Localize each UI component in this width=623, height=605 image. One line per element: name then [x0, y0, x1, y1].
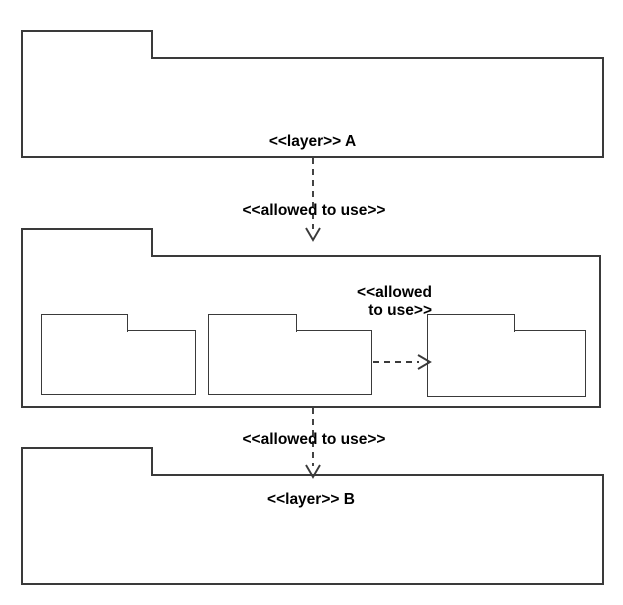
- segment-package-tab: [208, 314, 297, 332]
- layer-package-tab: [21, 447, 153, 476]
- layer-package-body: [21, 57, 604, 158]
- segment-package-body: [41, 330, 196, 395]
- dependency-stereotype-label: <<allowed to use>>: [242, 202, 386, 219]
- layer-package-tab: [21, 30, 153, 59]
- layer-package-body: [21, 474, 604, 585]
- segment-package-b2[interactable]: <<segment>> B2: [208, 314, 372, 395]
- layer-package-a[interactable]: <<layer>> A: [21, 447, 604, 585]
- segment-package-b1[interactable]: <<segment>> B1: [41, 314, 196, 395]
- layer-package-tab: [21, 228, 153, 257]
- segment-package-body: [208, 330, 372, 395]
- segment-package-body: [427, 330, 586, 397]
- layer-package-a[interactable]: <<layer>> A: [21, 30, 604, 158]
- segment-package-tab: [41, 314, 128, 332]
- segment-package-tab: [427, 314, 515, 332]
- segment-package-b3[interactable]: <<segment>> B3: [427, 314, 586, 397]
